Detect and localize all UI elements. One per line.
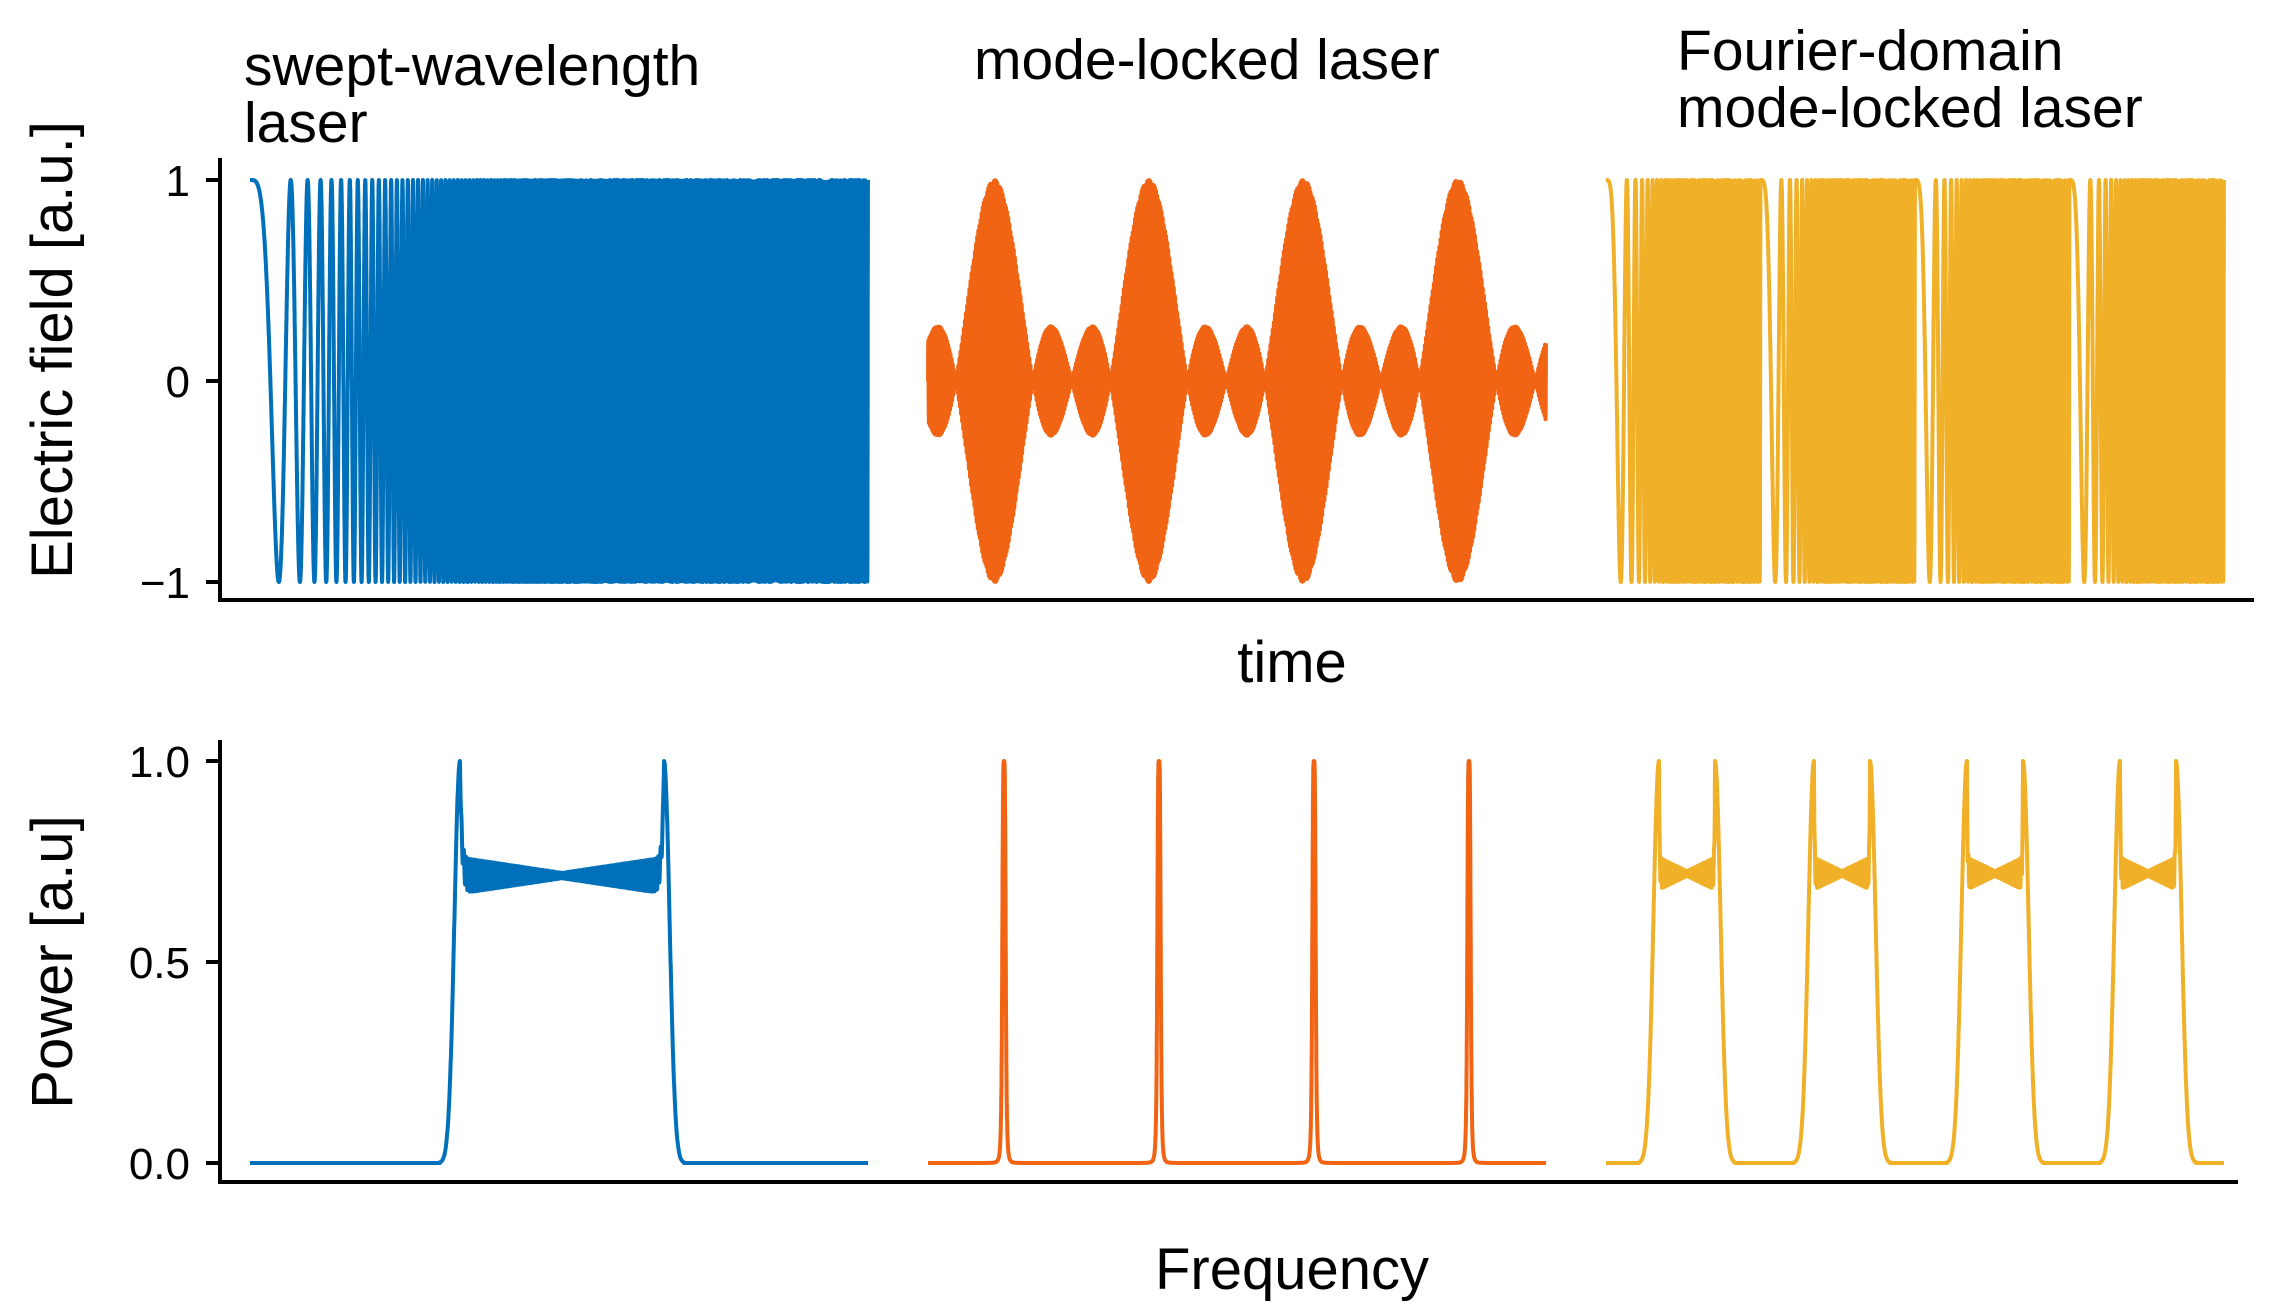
- title-swept-line1: swept-wavelength: [244, 34, 700, 98]
- bottom-plot-traces: [248, 759, 2226, 1165]
- top-y-tick-label-0: 0: [166, 358, 190, 407]
- series-trace-top-swept: [248, 178, 870, 584]
- panel-titles: swept-wavelength laser mode-locked laser…: [244, 19, 2143, 155]
- bottom-y-ticks: 1.0 0.5 0.0: [129, 738, 220, 1189]
- title-fdml-line1: Fourier-domain: [1677, 19, 2063, 83]
- bottom-y-tick-label-1: 1.0: [129, 738, 190, 787]
- top-y-axis-title: Electric field [a.u.]: [20, 121, 85, 579]
- top-y-ticks: 1 0 −1: [140, 157, 220, 608]
- series-trace-bottom-fdml: [1604, 759, 2226, 1165]
- top-y-tick-label-neg1: −1: [140, 559, 190, 608]
- bottom-y-tick-label-05: 0.5: [129, 939, 190, 988]
- title-fdml-line2: mode-locked laser: [1677, 76, 2143, 140]
- top-plot-traces: [248, 178, 2226, 584]
- top-x-axis-title: time: [1237, 630, 1347, 695]
- top-panel: 1 0 −1 Electric field [a.u.] time: [20, 121, 2254, 695]
- title-swept-line2: laser: [244, 91, 368, 155]
- bottom-y-axis-title: Power [a.u]: [20, 815, 85, 1108]
- top-y-tick-label-1: 1: [166, 157, 190, 206]
- bottom-x-axis-title: Frequency: [1155, 1237, 1429, 1302]
- bottom-panel: 1.0 0.5 0.0 Power [a.u] Frequency: [20, 738, 2238, 1302]
- series-trace-bottom-swept: [248, 759, 870, 1165]
- series-trace-bottom-modelocked: [926, 759, 1548, 1165]
- series-trace-top-fdml: [1604, 178, 2226, 584]
- series-trace-top-modelocked: [926, 178, 1548, 584]
- bottom-y-tick-label-0: 0.0: [129, 1140, 190, 1189]
- title-modelocked: mode-locked laser: [974, 28, 1440, 92]
